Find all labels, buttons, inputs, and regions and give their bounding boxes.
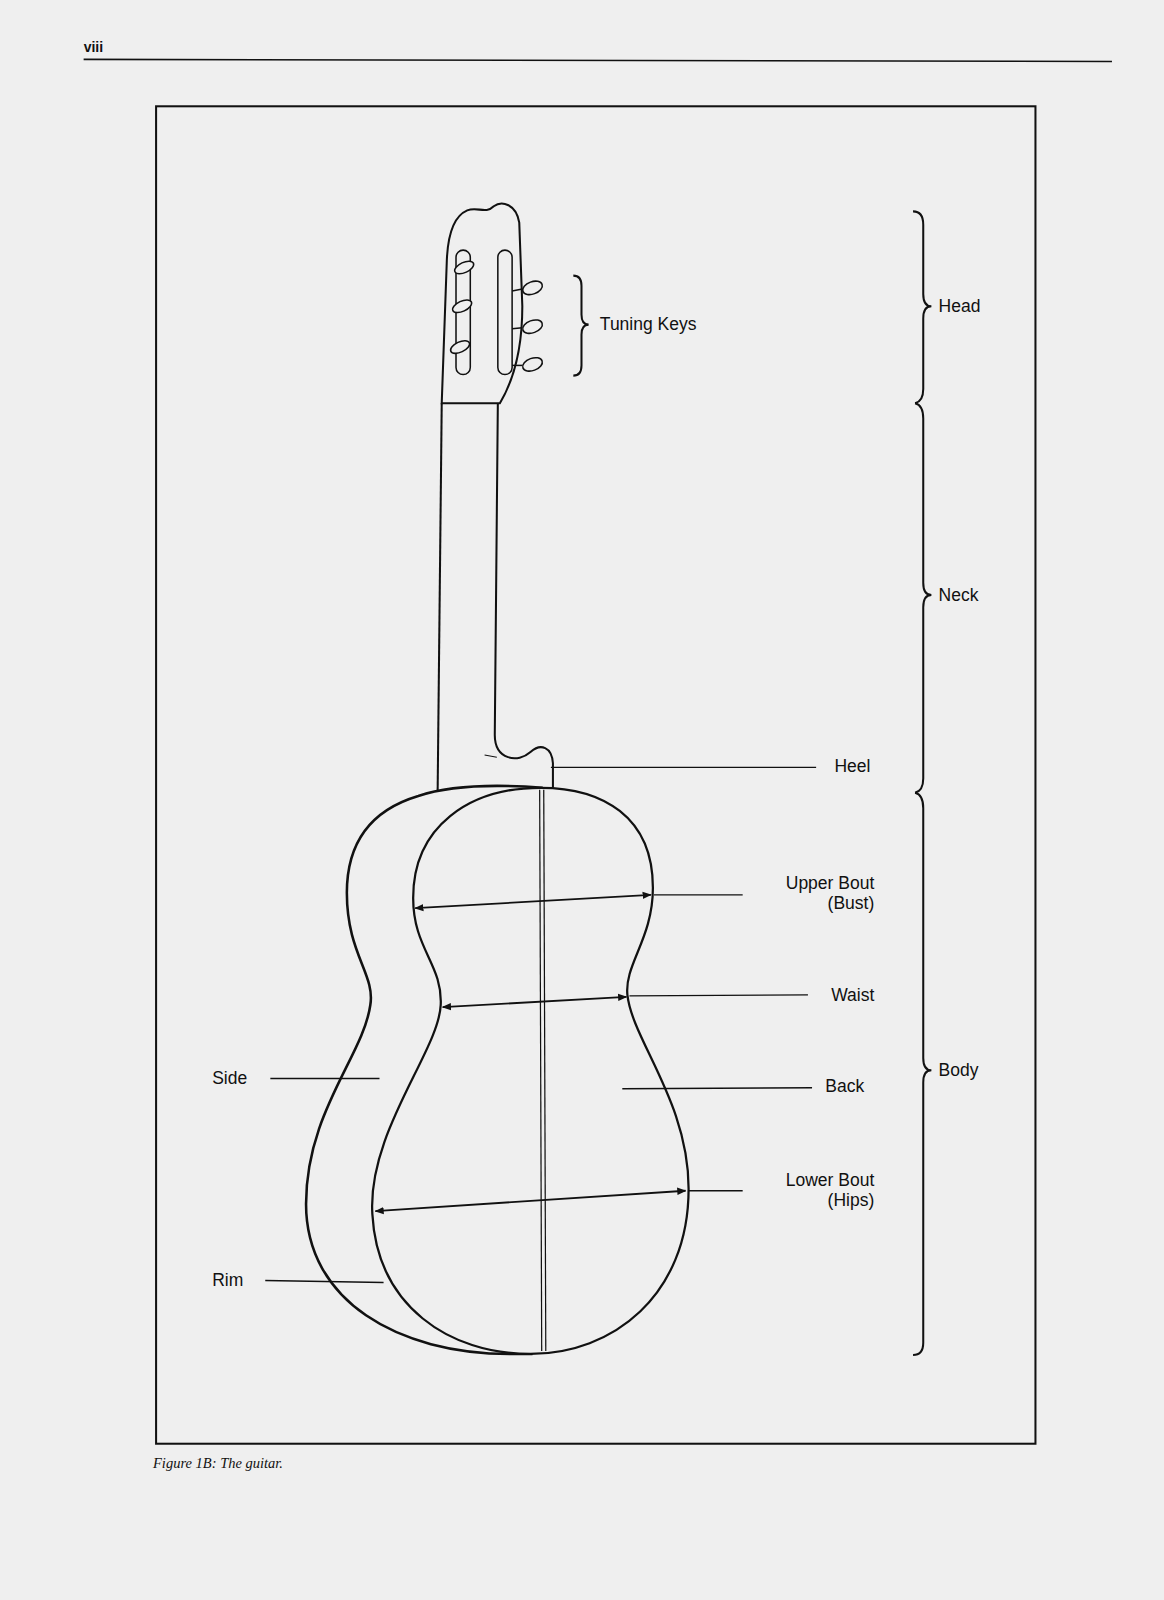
frame bbox=[156, 106, 1035, 1443]
part-label: Back bbox=[825, 1076, 864, 1096]
section-label: Neck bbox=[939, 585, 979, 605]
part-label: Tuning Keys bbox=[600, 314, 697, 334]
section-label: Body bbox=[939, 1060, 979, 1080]
section-label: Head bbox=[939, 296, 981, 316]
back-seam bbox=[544, 790, 546, 1351]
page-number: viii bbox=[84, 39, 103, 55]
part-label: Side bbox=[212, 1068, 247, 1088]
guitar-heel bbox=[495, 403, 553, 788]
tuning-keys bbox=[449, 259, 545, 374]
guitar-back bbox=[372, 788, 689, 1354]
dimension-label: Lower Bout (Hips) bbox=[752, 1170, 874, 1210]
figure-caption: Figure 1B: The guitar. bbox=[153, 1454, 283, 1471]
part-label: Heel bbox=[834, 756, 870, 776]
guitar-head bbox=[442, 204, 523, 404]
guitar-neck bbox=[438, 403, 442, 791]
dimension-label: Waist bbox=[831, 985, 874, 1005]
bracket bbox=[573, 211, 931, 1355]
heel-line bbox=[485, 755, 497, 757]
back-seam bbox=[540, 790, 542, 1351]
head-slot bbox=[498, 250, 512, 374]
dimension-label: Upper Bout (Bust) bbox=[752, 873, 874, 913]
dimension-arrow bbox=[375, 895, 685, 1211]
header-rule bbox=[84, 59, 1112, 61]
leader-line bbox=[265, 767, 816, 1282]
part-label: Rim bbox=[212, 1270, 243, 1290]
